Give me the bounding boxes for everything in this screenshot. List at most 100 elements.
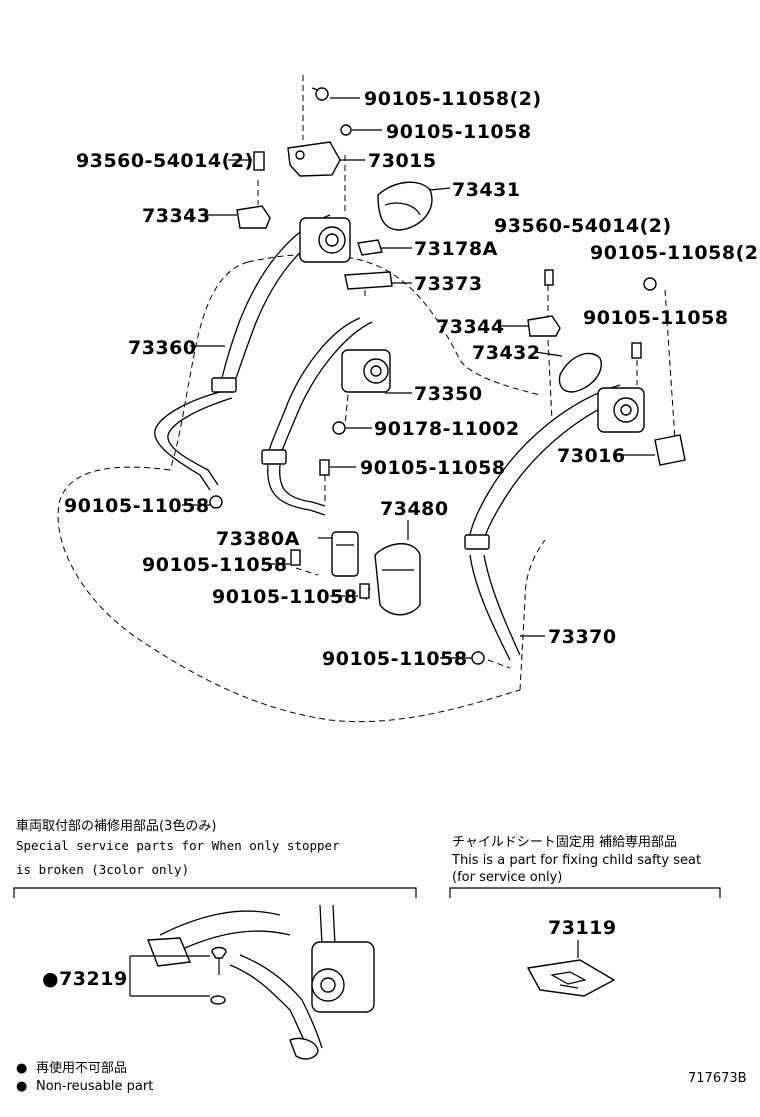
right-inset-frame: [449, 887, 721, 898]
label-73380A: 73380A: [216, 528, 300, 550]
left-inset-en-line1: Special service parts for When only stop…: [16, 838, 340, 853]
bolt-icon: [643, 277, 657, 291]
inset-belt-vertical: [319, 904, 323, 946]
label-73370: 73370: [548, 626, 617, 648]
inset-belt-vertical-edge: [332, 904, 336, 946]
left-inset-part: ●73219: [42, 968, 128, 990]
label-73431: 73431: [452, 179, 521, 201]
retractor-left-hub: [325, 233, 339, 247]
label-90105-11058-2-right: 90105-11058(2): [590, 242, 760, 264]
label-90105-11058-c: 90105-11058: [360, 457, 506, 479]
bracket-slot: [550, 971, 587, 985]
label-93560-54014-2-right: 93560-54014(2): [494, 215, 672, 237]
leader-dash: [295, 567, 319, 576]
bracket-hole: [295, 150, 305, 160]
leader-line: [429, 187, 451, 191]
leader-line: [534, 351, 563, 357]
bracket-73015: [287, 141, 341, 177]
retractor-center-hub: [370, 365, 382, 377]
bracket-slot-2: [559, 984, 579, 989]
label-90105-11058-b: 90105-11058: [583, 307, 729, 329]
bolt-icon: [631, 342, 642, 359]
leader-dash: [487, 659, 511, 669]
belt-73370-lower-edge: [483, 554, 521, 656]
bolt-icon: [319, 459, 330, 476]
stopper-73344: [527, 315, 561, 337]
right-inset-jp-title: チャイルドシート固定用 補給専用部品: [452, 835, 677, 850]
belt-73350-lower: [267, 464, 326, 516]
bolt-icon: [290, 549, 301, 566]
label-90105-11058-d: 90105-11058: [64, 495, 210, 517]
legend-bullet: ●: [16, 1061, 27, 1076]
bolt-icon: [359, 583, 370, 599]
right-inset-en-line2: (for service only): [452, 870, 562, 885]
clip-73178A: [357, 239, 383, 256]
bolt-icon: [209, 495, 223, 509]
left-inset-en-line2: is broken (3color only): [16, 862, 189, 877]
label-90178-11002: 90178-11002: [374, 418, 520, 440]
bolt-icon: [253, 151, 265, 171]
label-90105-11058-g: 90105-11058: [322, 648, 468, 670]
inset-anchor: [289, 1037, 319, 1060]
label-73344: 73344: [436, 316, 505, 338]
belt-73370-upper: [467, 384, 621, 546]
belt-73360-lower-edge: [167, 397, 233, 486]
label-90105-11058-2-top: 90105-11058(2): [364, 88, 542, 110]
cover-73431: [377, 181, 433, 231]
label-73178A: 73178A: [414, 238, 498, 260]
inset-belt-edge: [169, 930, 291, 956]
label-73015: 73015: [368, 150, 437, 172]
legend-bullet-2: ●: [16, 1079, 27, 1094]
label-90105-11058-a: 90105-11058: [386, 121, 532, 143]
belt-guide-73360: [211, 377, 237, 393]
belt-73350-upper: [267, 317, 361, 456]
label-73360: 73360: [128, 337, 197, 359]
bracket-73016: [654, 434, 686, 466]
retractor-right-hub: [620, 404, 632, 416]
child-seat-bracket-73119: [526, 959, 616, 997]
bolt-icon: [340, 124, 352, 136]
seat-cushion-front-outline: [519, 539, 546, 691]
bolt-icon: [471, 651, 485, 665]
label-73480: 73480: [380, 498, 449, 520]
label-73350: 73350: [414, 383, 483, 405]
bolt-icon: [544, 269, 554, 286]
cover-73432: [558, 352, 602, 393]
inset-retractor-hub: [320, 977, 336, 993]
left-inset-jp-title: 車両取付部の補修用部品(3色のみ): [16, 818, 216, 834]
label-73343: 73343: [142, 205, 211, 227]
label-90105-11058-f: 90105-11058: [212, 586, 358, 608]
bolt-icon: [332, 421, 346, 435]
label-73016: 73016: [557, 445, 626, 467]
belt-guide-73370: [464, 534, 490, 550]
left-inset-frame: [13, 887, 417, 898]
inset-stopper-button-top: [211, 946, 227, 959]
inset-bracket-lines: [129, 955, 210, 997]
seat-cushion-outline: [57, 466, 521, 723]
belt-73350-upper-edge: [279, 321, 373, 457]
leader-dash: [664, 289, 676, 441]
buckle-73380A: [331, 531, 359, 577]
inset-stopper-button-bottom: [210, 995, 226, 1005]
inset-belt-lower-edge: [239, 954, 323, 1049]
belt-73360-lower: [154, 391, 221, 491]
belt-guide-73350: [261, 449, 287, 465]
right-inset-part: 73119: [548, 917, 617, 939]
stopper-73343: [236, 205, 271, 229]
buckle-73480: [374, 543, 421, 616]
inset-stopper: [147, 937, 192, 967]
seat-back-outline: [169, 261, 249, 471]
cover-73431-detail: [384, 202, 421, 216]
label-93560-54014-2-left: 93560-54014(2): [76, 150, 254, 172]
legend-jp: 再使用不可部品: [36, 1060, 127, 1076]
drawing-number: 717673B: [688, 1071, 747, 1086]
leader-dash: [547, 339, 553, 421]
label-73432: 73432: [472, 342, 541, 364]
bolt-icon: [311, 87, 329, 101]
right-inset-en-line1: This is a part for fixing child safty se…: [451, 853, 701, 868]
inset-belt: [159, 910, 281, 936]
belt-73370-lower: [469, 554, 511, 661]
label-73373: 73373: [414, 273, 483, 295]
